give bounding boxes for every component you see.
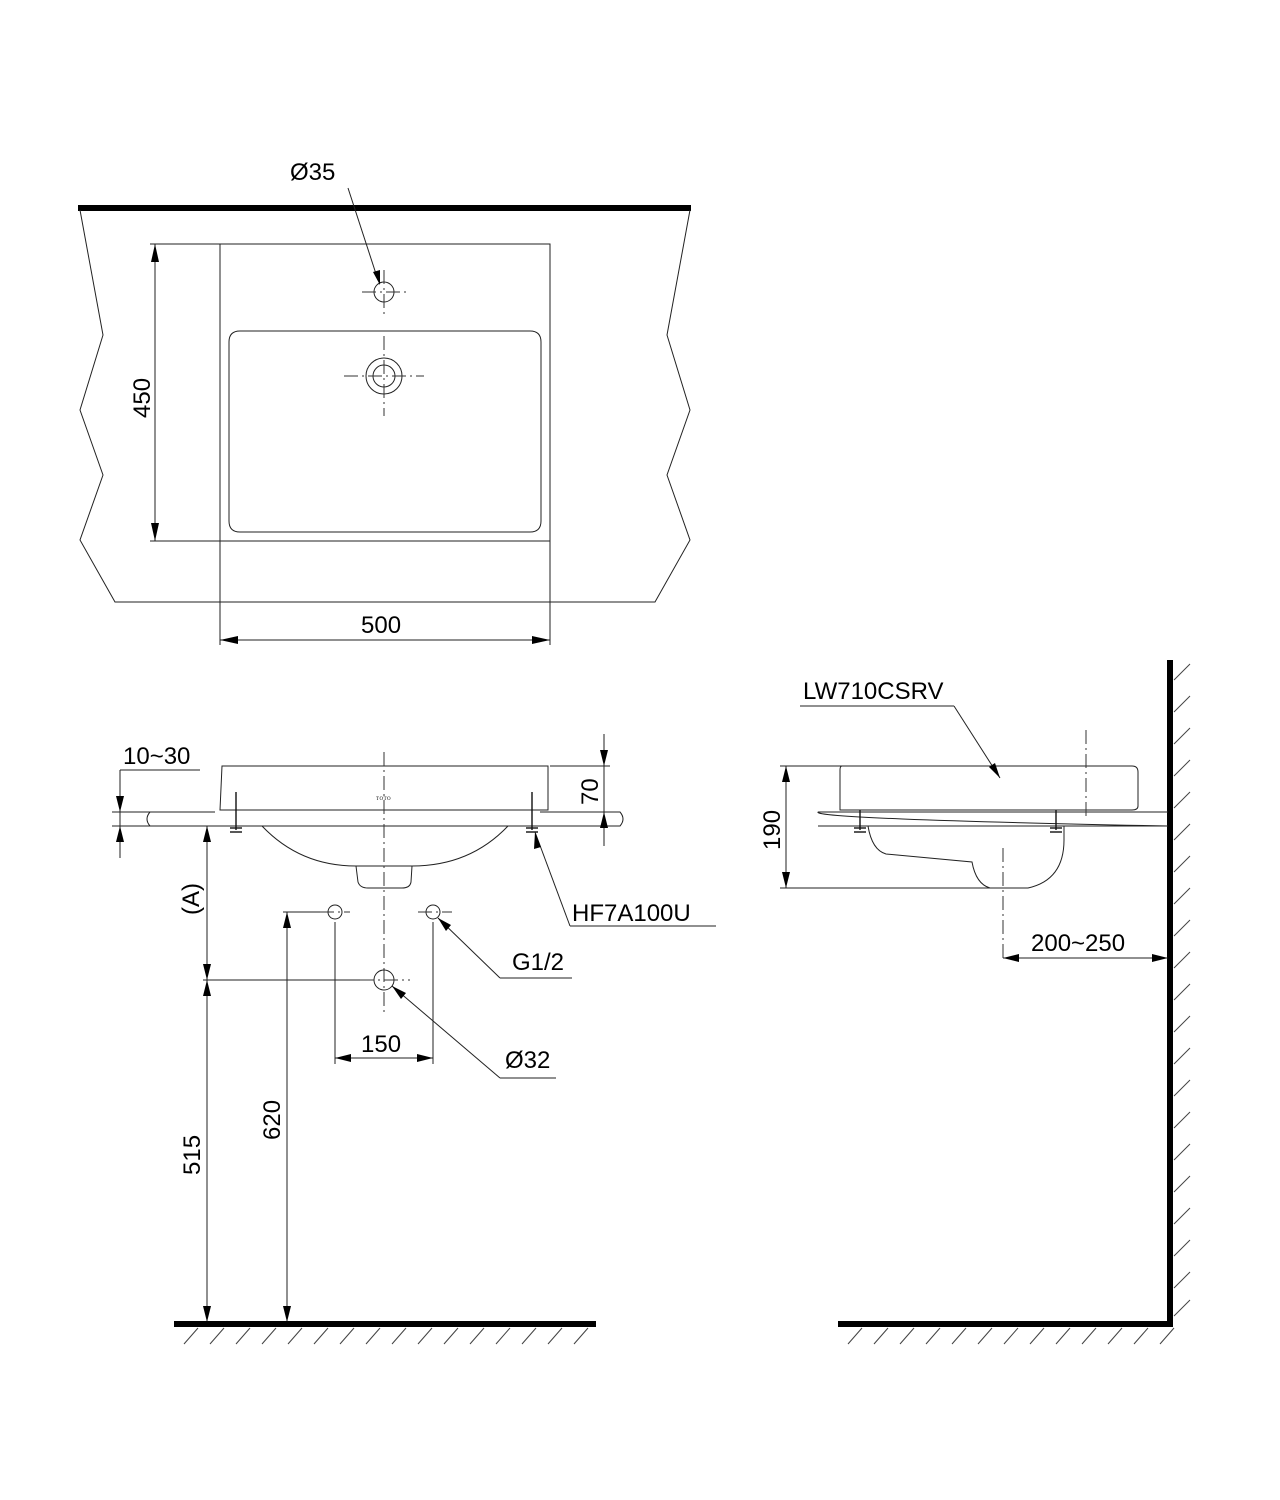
- depth-arrow-bottom: [151, 523, 159, 541]
- side-countertop: [817, 811, 1169, 827]
- basin-outline: [219, 243, 551, 542]
- supply-height-arrow-top: [283, 912, 291, 928]
- front-view: TOTO HF7A100U 10~30: [112, 734, 716, 1345]
- width-arrow-right: [532, 636, 550, 644]
- front-basin-body: [219, 765, 549, 811]
- side-floor-hatch: [847, 1327, 1175, 1345]
- width-arrow-left: [220, 636, 238, 644]
- side-wall-hatch: [1173, 663, 1191, 1317]
- supply-height-arrow-bottom: [283, 1306, 291, 1322]
- supply-spacing-label: 150: [361, 1031, 401, 1058]
- height-a-arrow-top: [203, 826, 211, 842]
- front-clip-left: [230, 792, 242, 833]
- total-height-arrow-bottom: [782, 872, 790, 888]
- counter-arrow-bottom: [116, 826, 124, 842]
- clip-leader-arrow: [534, 832, 541, 849]
- waste-height-label: 515: [179, 1135, 206, 1175]
- supply-height-label: 620: [259, 1100, 286, 1140]
- wall-distance-arrow-right: [1152, 954, 1168, 962]
- front-logo: TOTO: [376, 797, 391, 802]
- counter-arrow-top: [116, 796, 124, 812]
- width-label: 500: [361, 612, 401, 639]
- height-a-label: (A): [178, 883, 205, 915]
- clip-leader: [534, 831, 571, 927]
- depth-arrow-top: [151, 244, 159, 262]
- countertop-outline: [79, 209, 691, 603]
- wall-distance-arrow-left: [1003, 954, 1019, 962]
- front-countertop: [146, 811, 624, 827]
- plan-view: Ø35 450 500: [78, 159, 691, 645]
- rim-height-label: 70: [577, 778, 604, 805]
- supply-leader-arrow: [438, 918, 451, 931]
- front-bowl: [261, 825, 509, 867]
- side-clip-left: [854, 810, 866, 833]
- waste-height-arrow-bottom: [203, 1306, 211, 1322]
- front-clip-right: [526, 792, 538, 833]
- rim-arrow-bottom: [600, 812, 608, 828]
- side-view: LW710CSRV 190 200~250: [759, 660, 1191, 1345]
- waste-label: Ø32: [505, 1047, 550, 1074]
- rim-arrow-top: [600, 750, 608, 766]
- depth-label: 450: [129, 378, 156, 418]
- supply-thread-label: G1/2: [512, 949, 564, 976]
- tap-hole-label: Ø35: [290, 159, 335, 186]
- total-height-label: 190: [759, 810, 786, 850]
- tap-hole-leader-arrow: [373, 270, 380, 285]
- front-floor-hatch: [183, 1327, 589, 1345]
- front-trap-housing: [355, 865, 413, 889]
- tap-hole-leader: [347, 187, 379, 281]
- side-bowl: [867, 825, 1065, 889]
- waste-height-arrow-top: [203, 980, 211, 996]
- model-leader-arrow: [989, 763, 1000, 778]
- spacing-arrow-left: [335, 1054, 351, 1062]
- height-a-arrow-bottom: [203, 964, 211, 980]
- clip-label: HF7A100U: [572, 900, 691, 927]
- total-height-arrow-top: [782, 766, 790, 782]
- spacing-arrow-right: [417, 1054, 433, 1062]
- waste-leader: [391, 985, 501, 1079]
- waste-leader-arrow: [392, 986, 406, 999]
- counter-thickness-label: 10~30: [123, 743, 190, 770]
- model-label: LW710CSRV: [803, 678, 944, 705]
- side-basin-body: [839, 765, 1139, 811]
- wall-distance-label: 200~250: [1031, 930, 1125, 957]
- side-clip-right: [1050, 810, 1062, 833]
- bowl-inner-outline: [228, 330, 542, 533]
